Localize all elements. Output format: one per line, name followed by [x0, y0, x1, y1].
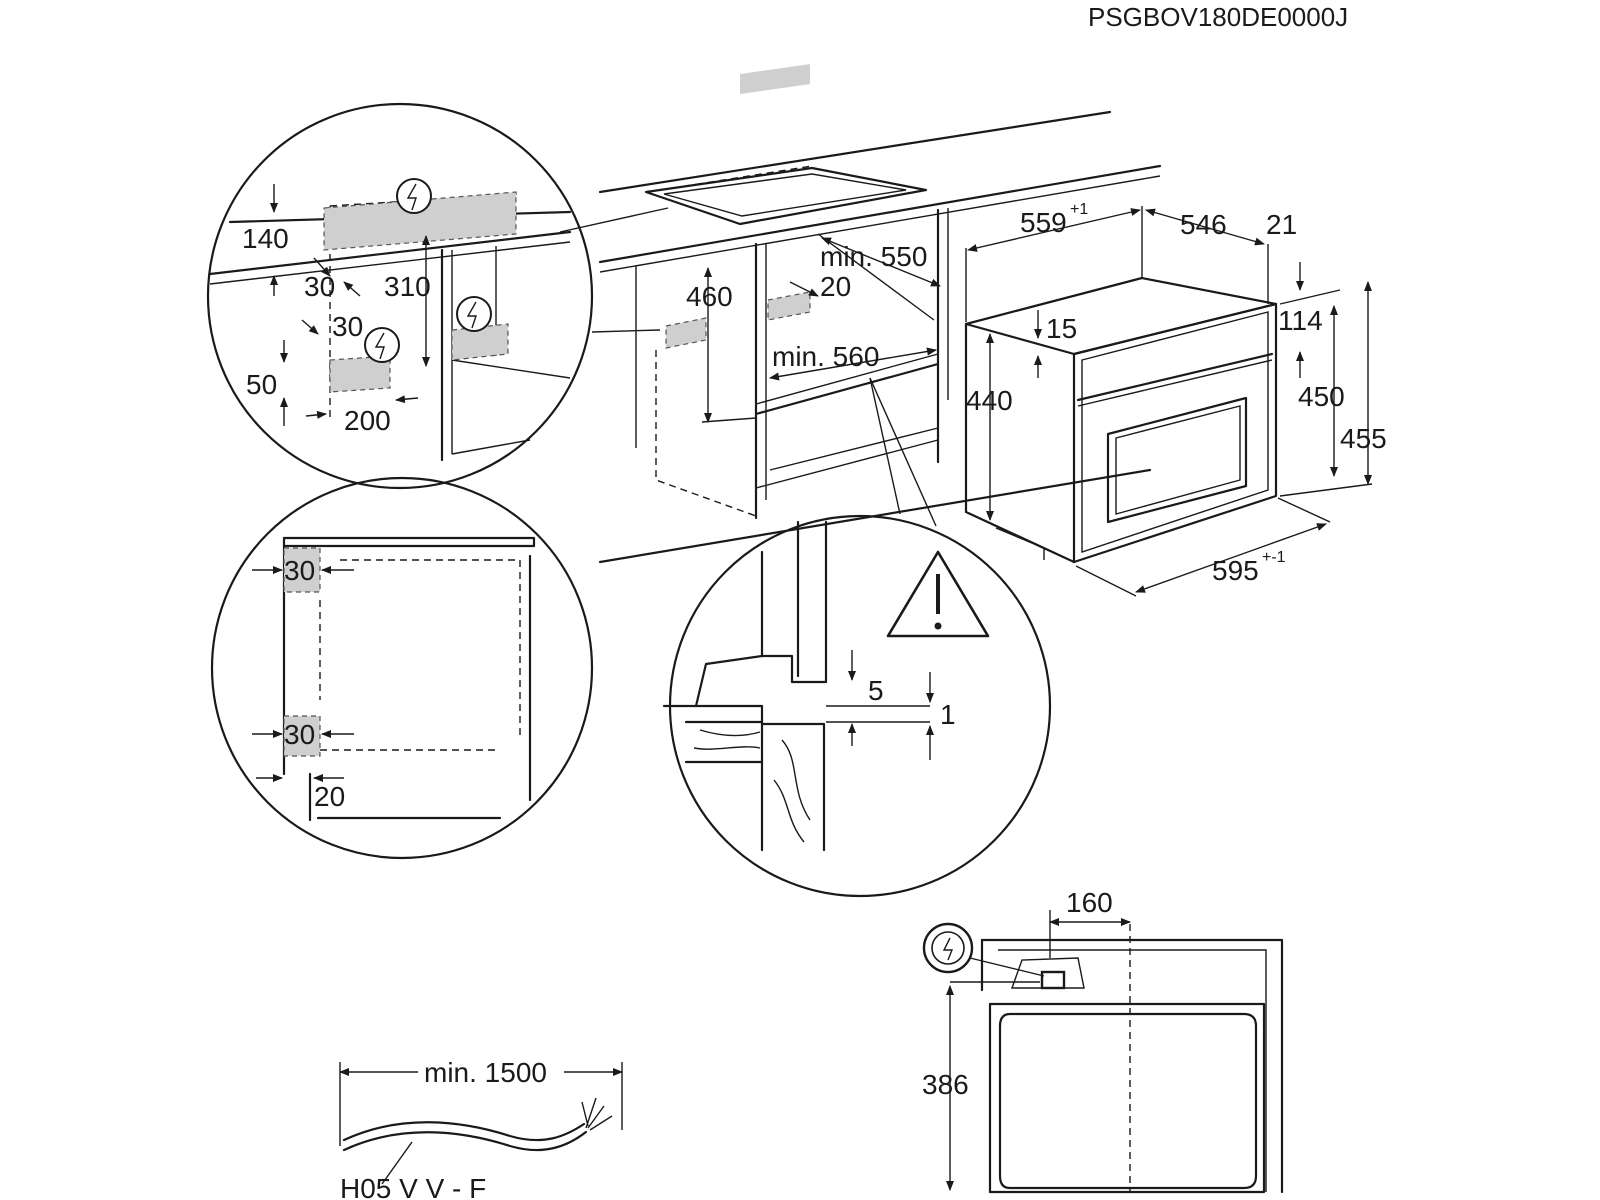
dim-30a-label: 30 — [304, 271, 335, 302]
cable-type-label: H05 V V - F — [340, 1173, 486, 1200]
dim-30b-label: 30 — [332, 311, 363, 342]
oven-front-width-label: 595 — [1212, 555, 1259, 586]
rear-386-label: 386 — [922, 1069, 969, 1100]
electric-connection-icon — [456, 296, 492, 332]
cable-drawing: min. 1500 H05 V V - F — [339, 1057, 623, 1200]
dim-50-label: 50 — [246, 369, 277, 400]
floor-gap-1-label: 1 — [940, 699, 956, 730]
cabinet-depth-label: min. 550 — [820, 241, 927, 272]
oven-top-width-tol: +1 — [1070, 201, 1088, 218]
cabinet-perspective: 460 min. 550 20 min. 560 — [559, 64, 1162, 564]
side-gap-bottom-label: 30 — [284, 719, 315, 750]
dim-140-label: 140 — [242, 223, 289, 254]
cabinet-gap-label: 20 — [820, 271, 851, 302]
oven-front-width-tol: +-1 — [1262, 549, 1286, 566]
oven-top-width-label: 559 — [1020, 207, 1067, 238]
product-code: PSGBOV180DE0000J — [1088, 2, 1348, 32]
cabinet-width-label: min. 560 — [772, 341, 879, 372]
side-gap-top-label: 30 — [284, 555, 315, 586]
dim-310-label: 310 — [384, 271, 431, 302]
electric-connection-icon — [922, 922, 974, 974]
oven-body-height-label: 440 — [966, 385, 1013, 416]
oven-drawing: 559 +1 546 21 15 114 440 450 455 595 +-1 — [964, 201, 1387, 597]
rear-view: 160 386 — [922, 887, 1284, 1194]
electric-connection-icon — [364, 327, 400, 363]
rear-160-label: 160 — [1066, 887, 1113, 918]
detail-side-circle: 30 30 20 — [210, 476, 594, 860]
cable-length-label: min. 1500 — [424, 1057, 547, 1088]
oven-top-offset-label: 15 — [1046, 313, 1077, 344]
detail-connection-circle: 140 30 310 30 50 200 — [206, 102, 594, 490]
cabinet-height-label: 460 — [686, 281, 733, 312]
oven-depth-label: 546 — [1180, 209, 1227, 240]
floor-gap-5-label: 5 — [868, 675, 884, 706]
oven-panel-height-label: 114 — [1278, 305, 1323, 336]
side-gap-side-label: 20 — [314, 781, 345, 812]
electric-connection-icon — [396, 178, 432, 214]
oven-total-height-label: 455 — [1340, 423, 1387, 454]
oven-inner-height-label: 450 — [1298, 381, 1345, 412]
oven-front-label: 21 — [1266, 209, 1297, 240]
warning-triangle-icon — [886, 550, 990, 638]
detail-floor-circle: 5 1 — [662, 514, 1052, 898]
dim-200-label: 200 — [344, 405, 391, 436]
